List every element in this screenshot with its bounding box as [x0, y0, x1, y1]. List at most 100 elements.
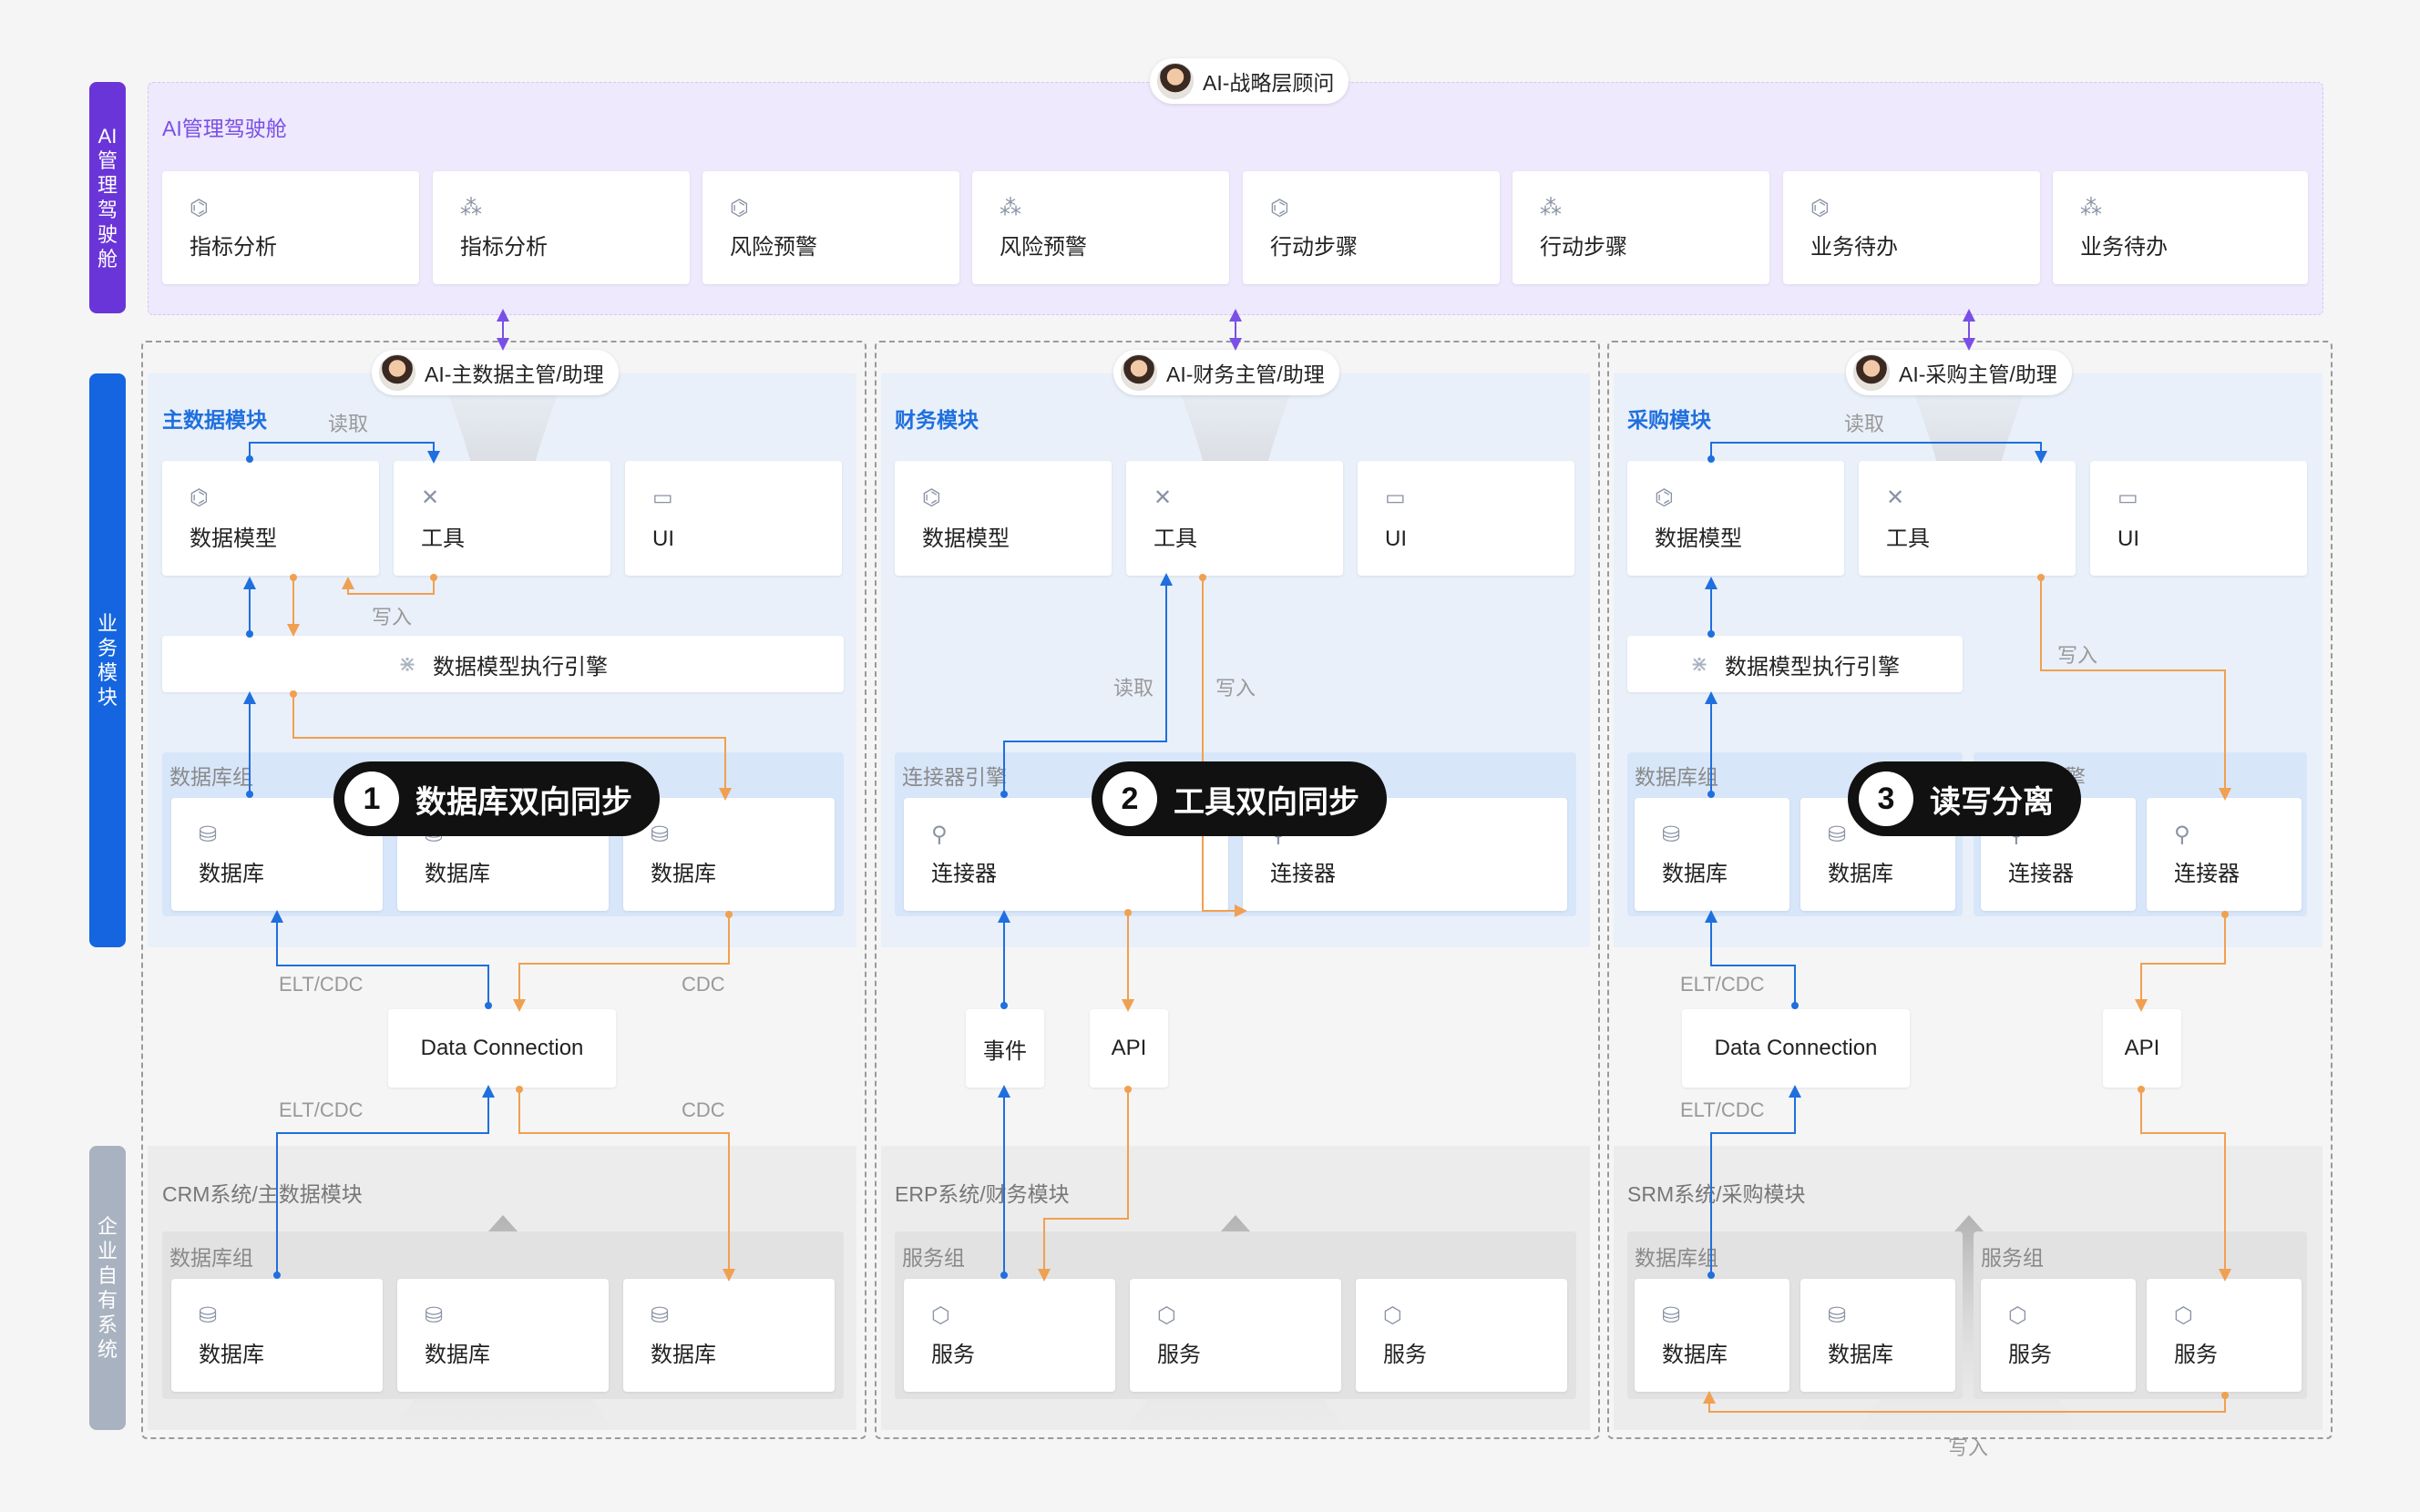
- ui-card[interactable]: ▭UI: [1358, 461, 1574, 576]
- badge-text: 数据库双向同步: [415, 784, 632, 820]
- api-box[interactable]: API: [1090, 1009, 1168, 1088]
- execution-engine[interactable]: ⋇数据模型执行引擎: [1627, 636, 1963, 692]
- cube-icon: ⬡: [1157, 1303, 1176, 1328]
- database-card[interactable]: ⛁数据库: [1800, 1279, 1955, 1392]
- data-model-card[interactable]: ⌬数据模型: [895, 461, 1112, 576]
- api-box[interactable]: API: [2103, 1009, 2181, 1088]
- card-label: 风险预警: [1000, 235, 1087, 260]
- card-label: 数据库: [425, 862, 490, 886]
- database-card[interactable]: ⛁ 数据库: [623, 798, 835, 911]
- tool-card[interactable]: ✕工具: [1859, 461, 2076, 576]
- data-connection-label: Data Connection: [420, 1036, 584, 1060]
- engine-label: 数据模型执行引擎: [433, 654, 609, 679]
- avatar: [379, 354, 415, 391]
- window-icon: ▭: [2118, 485, 2138, 510]
- cdc-label: CDC: [682, 973, 725, 996]
- data-model-card[interactable]: ⌬数据模型: [162, 461, 379, 576]
- network-icon: ⌬: [1270, 196, 1289, 220]
- cockpit-card[interactable]: ⌬业务待办: [1783, 171, 2040, 284]
- cockpit-card[interactable]: ⌬风险预警: [702, 171, 959, 284]
- network-icon: ⌬: [922, 485, 941, 510]
- avatar: [1157, 63, 1194, 99]
- event-box[interactable]: 事件: [966, 1009, 1044, 1088]
- card-label: 数据库: [651, 862, 716, 886]
- engine-icon: ⋇: [1689, 651, 1709, 677]
- database-icon: ⛁: [425, 1303, 444, 1328]
- cluster-icon: ⁂: [1540, 196, 1562, 220]
- database-card[interactable]: ⛁数据库: [171, 1279, 383, 1392]
- network-icon: ⌬: [190, 196, 209, 220]
- card-label: 服务: [1157, 1343, 1201, 1367]
- plug-icon: ⚲: [2174, 822, 2190, 847]
- cockpit-card[interactable]: ⌬行动步骤: [1243, 171, 1500, 284]
- db-group-title: 数据库组: [1635, 765, 1718, 789]
- srm-system-title: SRM系统/采购模块: [1627, 1182, 1806, 1206]
- cockpit-card[interactable]: ⁂行动步骤: [1512, 171, 1769, 284]
- card-label: 业务待办: [2080, 235, 2168, 260]
- service-card[interactable]: ⬡服务: [904, 1279, 1115, 1392]
- network-icon: ⌬: [1810, 196, 1830, 220]
- persona-label: AI-主数据主管/助理: [425, 363, 604, 386]
- data-connection[interactable]: Data Connection: [1682, 1009, 1910, 1088]
- master-module-title: 主数据模块: [162, 408, 267, 432]
- ui-card[interactable]: ▭UI: [2090, 461, 2307, 576]
- service-group-title: 服务组: [1981, 1246, 2044, 1270]
- network-icon: ⌬: [190, 485, 209, 510]
- service-card[interactable]: ⬡ 服务: [2147, 1279, 2302, 1392]
- database-card[interactable]: ⛁数据库: [623, 1279, 835, 1392]
- sys-db-group-title: 数据库组: [1635, 1246, 1718, 1270]
- plug-icon: ⚲: [931, 822, 948, 847]
- ui-card[interactable]: ▭UI: [625, 461, 842, 576]
- cockpit-card[interactable]: ⌬ 指标分析: [162, 171, 419, 284]
- elt-cdc-label: ELT/CDC: [1680, 973, 1765, 996]
- cockpit-card[interactable]: ⁂指标分析: [433, 171, 690, 284]
- write-label: 写入: [1948, 1436, 1989, 1459]
- cdc-label: CDC: [682, 1098, 725, 1121]
- write-label: 写入: [1215, 677, 1256, 700]
- cluster-icon: ⁂: [1000, 196, 1021, 220]
- data-model-card[interactable]: ⌬数据模型: [1627, 461, 1844, 576]
- cube-icon: ⬡: [2174, 1303, 2193, 1328]
- database-card[interactable]: ⛁数据库: [1635, 798, 1789, 911]
- advisor-persona[interactable]: AI-战略层顾问: [1150, 58, 1349, 104]
- tool-card[interactable]: ✕工具: [394, 461, 610, 576]
- connector-card[interactable]: ⚲连接器: [2147, 798, 2302, 911]
- erp-system-title: ERP系统/财务模块: [895, 1182, 1070, 1206]
- badge-text: 工具双向同步: [1174, 784, 1359, 820]
- db-group-title: 数据库组: [169, 765, 253, 789]
- engine-icon: ⋇: [397, 651, 417, 677]
- service-card[interactable]: ⬡ 服务: [1130, 1279, 1341, 1392]
- database-icon: ⛁: [199, 822, 218, 847]
- purchase-persona[interactable]: AI-采购主管/助理: [1846, 350, 2072, 395]
- cockpit-card[interactable]: ⁂ 风险预警: [972, 171, 1229, 284]
- card-label: 数据库: [1828, 862, 1893, 886]
- master-persona[interactable]: AI-主数据主管/助理: [372, 350, 619, 395]
- card-label: 连接器: [1270, 862, 1336, 886]
- elt-cdc-label: ELT/CDC: [279, 1098, 364, 1121]
- avatar: [1853, 354, 1890, 391]
- card-label: 服务: [931, 1343, 975, 1367]
- service-card[interactable]: ⬡服务: [1356, 1279, 1567, 1392]
- finance-persona[interactable]: AI-财务主管/助理: [1113, 350, 1339, 395]
- card-label: 服务: [2174, 1343, 2218, 1367]
- card-label: 指标分析: [190, 235, 277, 260]
- database-card[interactable]: ⛁数据库: [1635, 1279, 1789, 1392]
- write-label: 写入: [2057, 644, 2098, 667]
- tool-card[interactable]: ✕工具: [1126, 461, 1343, 576]
- service-card[interactable]: ⬡服务: [1981, 1279, 2136, 1392]
- cluster-icon: ⁂: [2080, 196, 2102, 220]
- card-label: 工具: [421, 526, 465, 551]
- card-label: 数据库: [199, 1343, 264, 1367]
- database-icon: ⛁: [651, 822, 670, 847]
- execution-engine[interactable]: ⋇ 数据模型执行引擎: [162, 636, 844, 692]
- cockpit-card[interactable]: ⁂ 业务待办: [2053, 171, 2308, 284]
- database-card[interactable]: ⛁数据库: [397, 1279, 609, 1392]
- card-label: 数据模型: [1655, 526, 1742, 551]
- network-icon: ⌬: [730, 196, 749, 220]
- data-connection[interactable]: Data Connection: [388, 1009, 616, 1088]
- elt-cdc-label: ELT/CDC: [279, 973, 364, 996]
- card-label: 数据库: [1662, 862, 1728, 886]
